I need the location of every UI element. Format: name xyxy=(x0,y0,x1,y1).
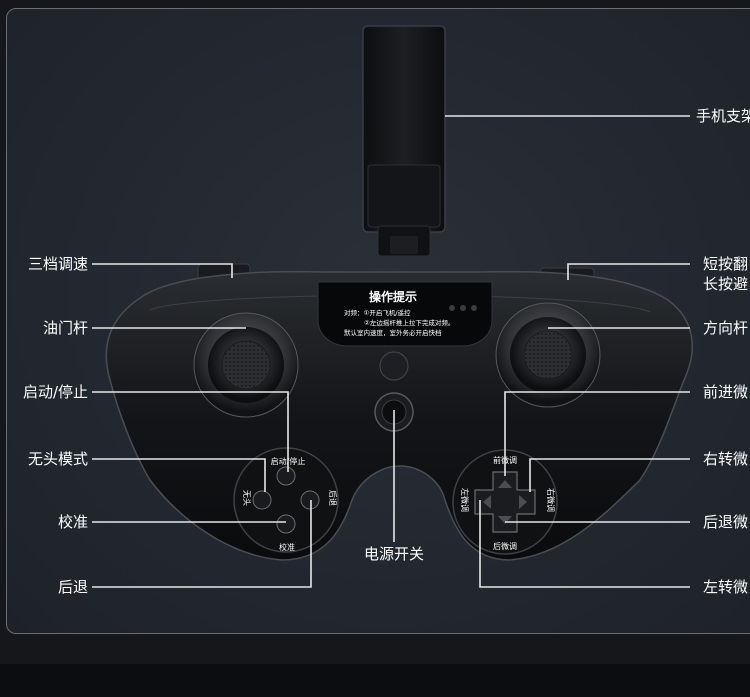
mode-button xyxy=(379,351,409,381)
label-calibrate: 校准 xyxy=(57,513,88,531)
panel-title: 操作提示 xyxy=(369,289,417,304)
leader-flip xyxy=(567,263,690,280)
label-phone-holder: 手机支架 xyxy=(696,107,750,125)
right-pad-bottom-text: 后微调 xyxy=(493,541,517,551)
calibrate-key xyxy=(276,514,296,534)
label-throttle: 油门杆 xyxy=(42,319,88,337)
right-pad-right-text: 右微调 xyxy=(546,488,556,512)
label-speed: 三档调速 xyxy=(27,255,88,273)
left-joystick xyxy=(193,312,299,418)
leader-backward-left xyxy=(92,500,312,588)
leader-speed xyxy=(92,263,233,278)
panel-line-2: ②左边摇杆推上拉下完成对频。 xyxy=(364,318,454,327)
label-flip-line2: 长按避 xyxy=(703,275,749,293)
headless-key xyxy=(252,490,272,510)
leader-left-trim xyxy=(479,500,690,588)
leader-headless xyxy=(92,458,266,492)
leader-right-trim xyxy=(529,458,690,492)
leader-forward-trim xyxy=(504,391,690,476)
left-pad-bottom-text: 校准 xyxy=(279,542,295,552)
right-pad-left-text: 左微调 xyxy=(460,488,470,512)
info-panel xyxy=(317,281,493,347)
label-start-stop: 启动/停止 xyxy=(22,383,88,401)
label-flip-line1: 短按翻 xyxy=(703,255,749,273)
leader-start-stop xyxy=(92,391,289,472)
label-direction: 方向杆 xyxy=(703,319,749,337)
bottom-strip xyxy=(0,664,750,697)
label-right-trim: 右转微 xyxy=(703,450,749,468)
label-forward-trim: 前进微 xyxy=(703,383,749,401)
label-backward-left: 后退 xyxy=(57,578,88,596)
back-key xyxy=(300,490,320,510)
label-back-trim: 后退微 xyxy=(703,513,749,531)
leader-lines xyxy=(92,115,690,588)
panel-line-3: 默认室内速度，室外务必开启快档 xyxy=(344,328,442,337)
left-button-pad: 启动/停止 无头 后退 校准 xyxy=(233,447,339,553)
phone-holder xyxy=(362,25,446,257)
start-stop-key xyxy=(276,466,296,486)
left-pad-right-text: 后退 xyxy=(328,490,338,506)
panel-line-1: 对频：①开启飞机/遥控 xyxy=(344,308,411,317)
label-headless: 无头模式 xyxy=(27,450,88,468)
right-joystick xyxy=(495,302,601,408)
label-power: 电源开关 xyxy=(364,545,425,563)
label-left-trim: 左转微 xyxy=(703,578,749,596)
left-pad-left-text: 无头 xyxy=(242,490,252,506)
